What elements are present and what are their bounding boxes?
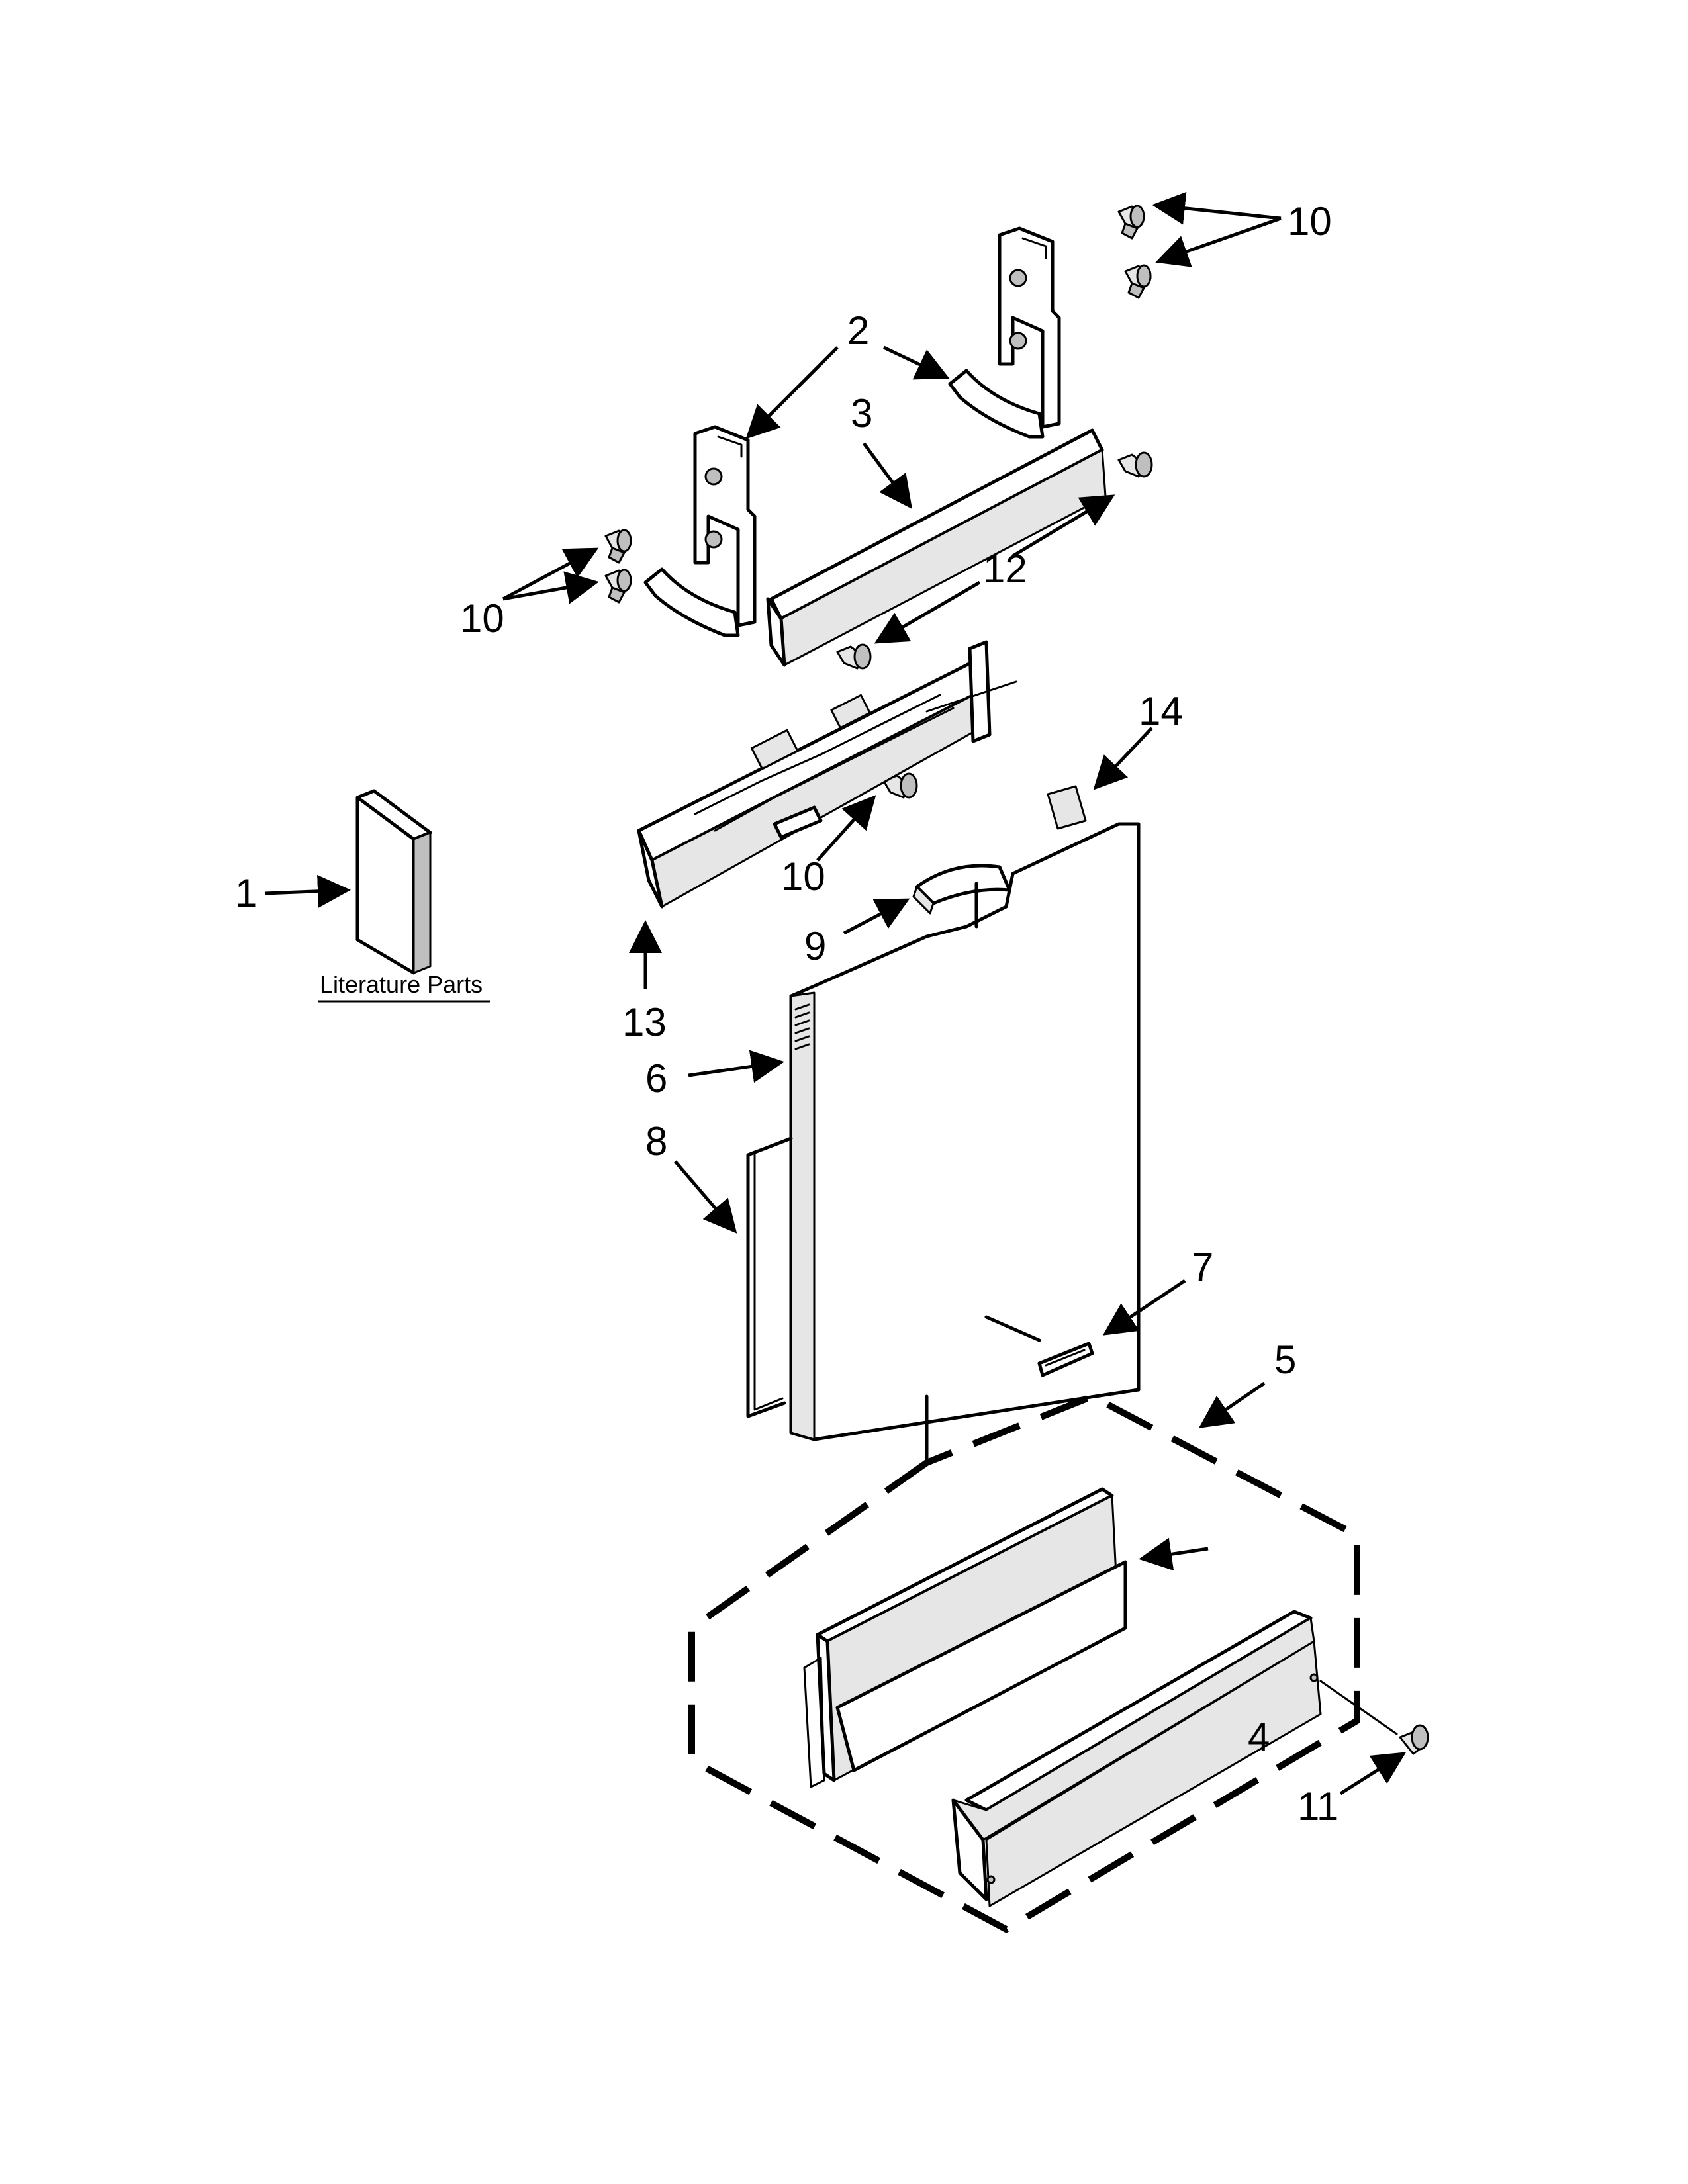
kit-dashed-outline <box>688 1392 1360 1933</box>
callout-7: 7 <box>1192 1245 1213 1289</box>
lower-panel <box>951 1610 1322 1907</box>
door-handle <box>912 864 1011 915</box>
callout-2: 2 <box>847 308 869 353</box>
callout-3: 3 <box>851 391 872 435</box>
callout-11: 11 <box>1297 1784 1338 1829</box>
callout-10-console: 10 <box>781 854 825 899</box>
literature-parts-label: Literature Parts <box>320 971 483 998</box>
toe-kick <box>803 1487 1127 1788</box>
callout-6: 6 <box>645 1056 667 1101</box>
screw-top-1 <box>1117 205 1145 240</box>
callout-14: 14 <box>1139 689 1183 733</box>
screw-toe-kick <box>1399 1724 1429 1755</box>
callout-1: 1 <box>235 871 257 915</box>
hinge-bracket-right <box>948 226 1061 439</box>
callout-5: 5 <box>1274 1338 1296 1382</box>
vent-slots <box>794 1003 810 1050</box>
leader-lines <box>264 191 1407 1796</box>
screw-channel-right <box>1117 451 1153 478</box>
callout-8: 8 <box>645 1119 667 1163</box>
top-channel <box>766 428 1107 667</box>
hinge-bracket-left <box>643 425 757 637</box>
door-panel <box>789 822 1141 1441</box>
literature-parts <box>318 789 490 1003</box>
callout-4: 4 <box>1248 1715 1270 1759</box>
door-gasket <box>746 1136 793 1418</box>
callout-9: 9 <box>804 924 826 968</box>
nameplate <box>984 1315 1094 1377</box>
screw-left-1 <box>604 529 632 564</box>
pad-part <box>1047 785 1087 830</box>
screw-channel-left <box>836 643 872 670</box>
callout-10-left: 10 <box>460 596 504 641</box>
screw-console <box>882 772 918 799</box>
callout-12: 12 <box>983 547 1027 591</box>
screw-left-2 <box>604 569 632 604</box>
control-console <box>637 640 1017 909</box>
screw-top-2 <box>1124 264 1152 299</box>
callout-13: 13 <box>622 1000 667 1044</box>
callout-10-top: 10 <box>1288 199 1332 244</box>
